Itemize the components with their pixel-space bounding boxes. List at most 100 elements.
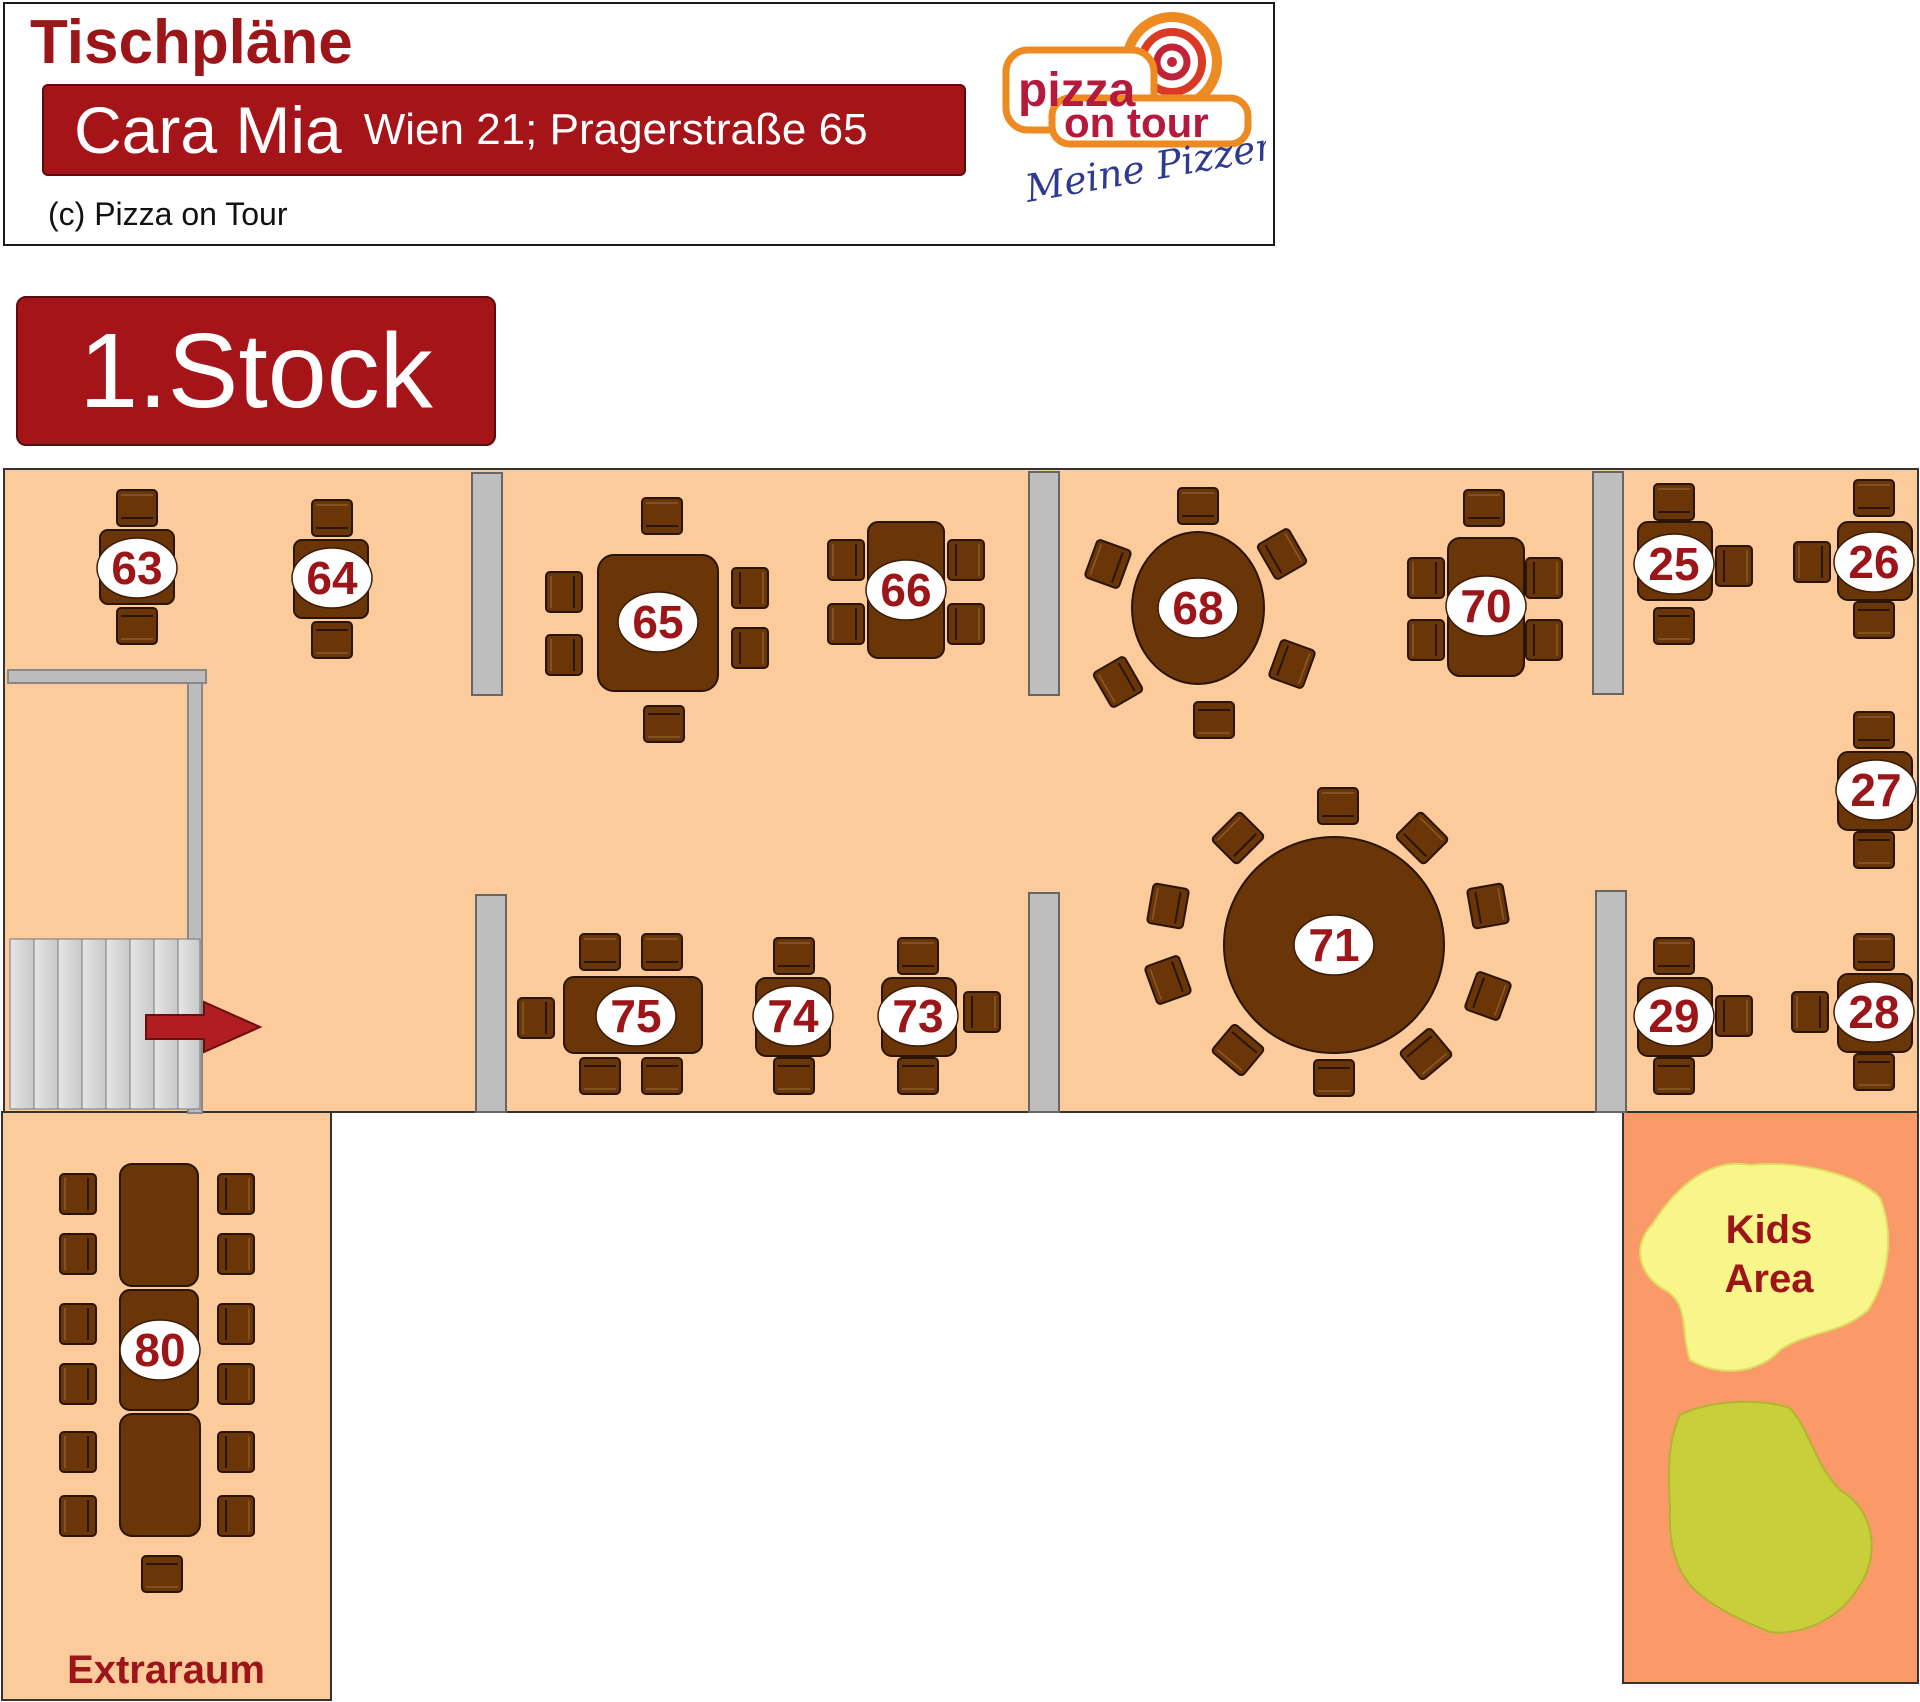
- table-number-70[interactable]: 70: [1445, 575, 1527, 637]
- chair: [579, 933, 621, 971]
- chair: [116, 489, 158, 527]
- chair: [1177, 487, 1219, 525]
- table-number-text: 65: [632, 596, 683, 648]
- page-title: Tischpläne: [30, 8, 353, 77]
- table-number-text: 75: [610, 990, 661, 1042]
- chair: [897, 937, 939, 975]
- floor-label: 1.Stock: [16, 296, 496, 446]
- restaurant-name: Cara Mia: [74, 93, 342, 167]
- table-number-63[interactable]: 63: [96, 537, 178, 599]
- table-number-27[interactable]: 27: [1835, 759, 1917, 821]
- table-number-text: 68: [1172, 582, 1223, 634]
- table-number-80[interactable]: 80: [119, 1319, 201, 1381]
- table-number-29[interactable]: 29: [1633, 985, 1715, 1047]
- table-number-26[interactable]: 26: [1833, 531, 1915, 593]
- table-number-73[interactable]: 73: [877, 985, 959, 1047]
- chair: [1653, 483, 1695, 521]
- chair: [1853, 1053, 1895, 1091]
- chair: [641, 1057, 683, 1095]
- table-number-64[interactable]: 64: [291, 547, 373, 609]
- table-number-text: 64: [306, 552, 358, 604]
- arrow-right-icon: [145, 1000, 263, 1054]
- table-number-71[interactable]: 71: [1293, 914, 1375, 976]
- chair: [1653, 937, 1695, 975]
- table-number-text: 71: [1308, 919, 1359, 971]
- chair: [1793, 541, 1831, 583]
- chair: [1317, 787, 1359, 825]
- chair: [217, 1495, 255, 1537]
- chair: [1268, 639, 1316, 689]
- chair: [1084, 539, 1132, 589]
- table-number-28[interactable]: 28: [1833, 981, 1915, 1043]
- kids-green-area: [1668, 1400, 1873, 1634]
- chair: [59, 1233, 97, 1275]
- chair: [1256, 528, 1308, 580]
- chair: [59, 1431, 97, 1473]
- table-number-68[interactable]: 68: [1157, 577, 1239, 639]
- table-number-75[interactable]: 75: [595, 985, 677, 1047]
- chair: [1853, 711, 1895, 749]
- chair: [947, 539, 985, 581]
- chair: [827, 539, 865, 581]
- chair: [141, 1555, 183, 1593]
- chair: [1407, 619, 1445, 661]
- chair: [1407, 557, 1445, 599]
- chair: [517, 997, 555, 1039]
- chair: [1853, 601, 1895, 639]
- copyright-note: (c) Pizza on Tour: [48, 196, 288, 232]
- chair: [1211, 811, 1265, 865]
- table-number-65[interactable]: 65: [617, 591, 699, 653]
- chair: [827, 603, 865, 645]
- chair: [1525, 557, 1563, 599]
- table-number-25[interactable]: 25: [1633, 533, 1715, 595]
- chair: [1399, 1027, 1453, 1081]
- chair: [1092, 656, 1144, 708]
- chair: [59, 1495, 97, 1537]
- table-number-66[interactable]: 66: [865, 559, 947, 621]
- chair: [1313, 1059, 1355, 1097]
- chair: [773, 937, 815, 975]
- partition-walls: [471, 471, 1627, 1113]
- table-number-text: 25: [1648, 538, 1699, 590]
- chair: [731, 627, 769, 669]
- chair: [217, 1363, 255, 1405]
- table-top: [119, 1163, 199, 1287]
- kids-play-area: [1639, 1162, 1889, 1372]
- table-number-text: 28: [1848, 986, 1899, 1038]
- table-number-text: 73: [892, 990, 943, 1042]
- chair: [643, 705, 685, 743]
- chair: [1853, 831, 1895, 869]
- chair: [963, 991, 1001, 1033]
- chair: [1853, 933, 1895, 971]
- table-number-text: 27: [1850, 764, 1901, 816]
- chair: [1463, 489, 1505, 527]
- restaurant-banner: Cara Mia Wien 21; Pragerstraße 65: [42, 84, 966, 176]
- chair: [1464, 971, 1512, 1021]
- chair: [217, 1431, 255, 1473]
- chair: [731, 567, 769, 609]
- chair: [1146, 882, 1190, 930]
- table-number-text: 80: [134, 1324, 185, 1376]
- chair: [116, 607, 158, 645]
- chair: [59, 1363, 97, 1405]
- logo-pizza: pizza: [1018, 64, 1136, 117]
- chair: [897, 1057, 939, 1095]
- chair: [947, 603, 985, 645]
- table-top: [119, 1413, 201, 1537]
- staircase: [7, 669, 263, 1114]
- chair: [1193, 701, 1235, 739]
- logo-on-tour: on tour: [1064, 99, 1209, 146]
- chair: [1525, 619, 1563, 661]
- table-number-text: 26: [1848, 536, 1899, 588]
- chair: [59, 1303, 97, 1345]
- table-number-text: 74: [767, 990, 819, 1042]
- chair: [641, 933, 683, 971]
- table-number-text: 66: [880, 564, 931, 616]
- chair: [1715, 545, 1753, 587]
- chair: [1466, 882, 1510, 930]
- chair: [1791, 991, 1829, 1033]
- kids-area-label-line1: Kids: [1726, 1208, 1813, 1252]
- chair: [1211, 1023, 1265, 1077]
- table-number-74[interactable]: 74: [752, 985, 834, 1047]
